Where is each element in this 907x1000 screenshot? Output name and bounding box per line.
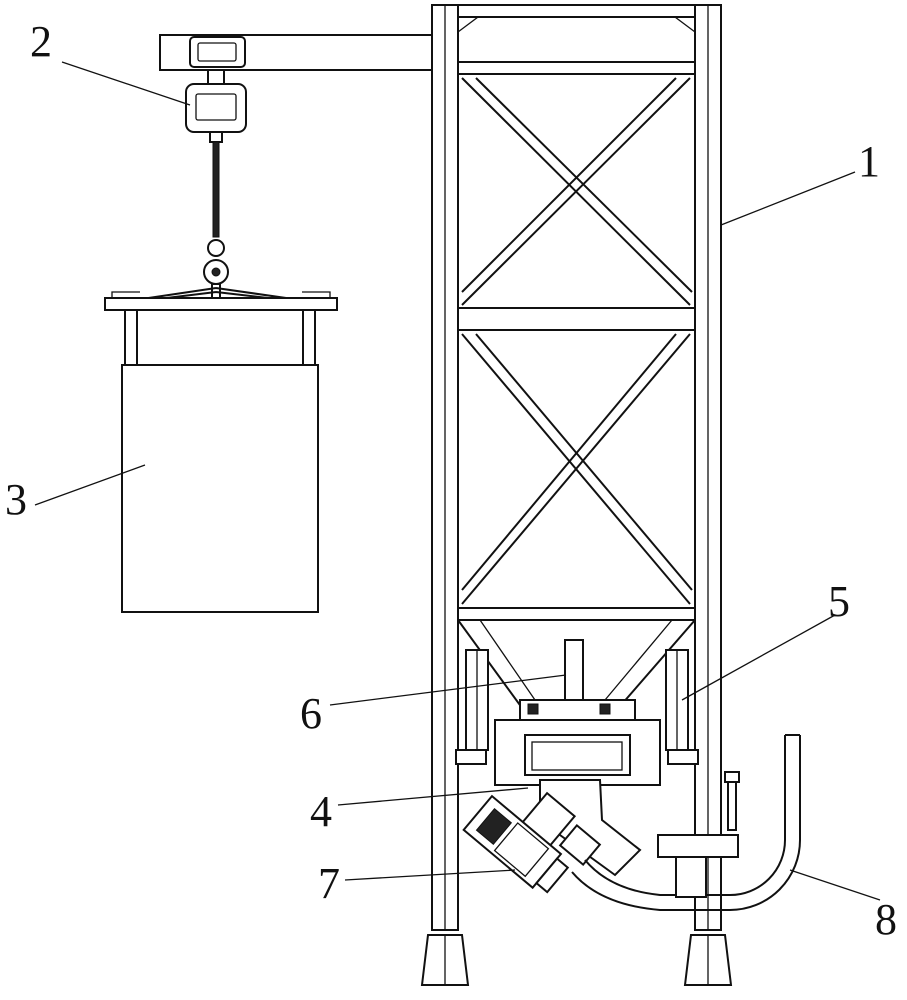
hopper <box>457 619 696 786</box>
label-chute: 4 <box>310 787 332 836</box>
label-frame: 1 <box>858 137 880 186</box>
hoist <box>159 34 433 307</box>
label-bucket: 3 <box>5 475 27 524</box>
label-hopper: 6 <box>300 689 322 738</box>
label-cylinder: 5 <box>828 577 850 626</box>
label-pipe: 8 <box>875 895 897 944</box>
frame <box>420 4 733 986</box>
cylinders <box>455 649 699 765</box>
motor <box>462 794 570 894</box>
label-hoist: 2 <box>30 17 52 66</box>
pipe <box>571 734 801 911</box>
leader-lines <box>34 61 881 901</box>
bucket <box>104 287 338 613</box>
label-motor: 7 <box>318 859 340 908</box>
